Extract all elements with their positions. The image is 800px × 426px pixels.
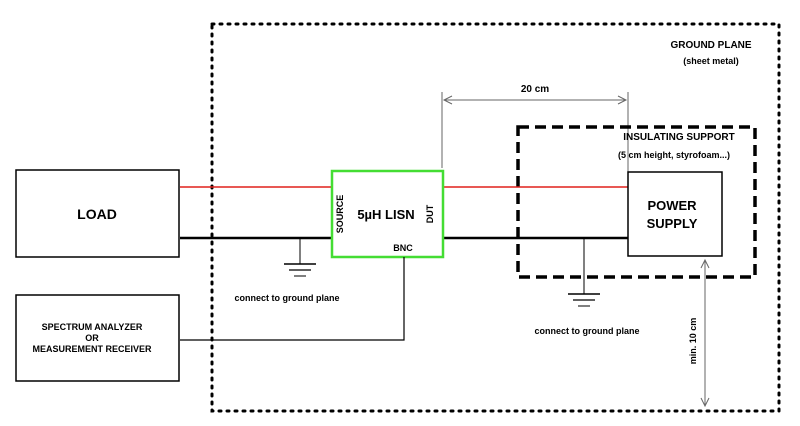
lisn-bnc-label: BNC xyxy=(393,243,413,253)
ground-symbol-left xyxy=(284,238,316,277)
height-arrowhead-bottom xyxy=(700,397,710,408)
lisn-label: 5µH LISN xyxy=(357,207,414,222)
height-arrowhead-top xyxy=(700,258,710,269)
load-box xyxy=(15,169,180,258)
ground-plane-boundary xyxy=(210,22,781,413)
spectrum-analyzer-box xyxy=(15,294,180,382)
lisn-dut-label: DUT xyxy=(425,204,435,223)
dimension-arrowhead-left xyxy=(442,95,453,105)
ground-symbol-right xyxy=(568,238,600,307)
analyzer-label-line2: OR xyxy=(85,333,99,343)
height-label: min. 10 cm xyxy=(688,318,698,365)
insulating-support-box xyxy=(516,125,757,279)
bnc-analyzer-cable xyxy=(180,257,405,341)
lisn-source-label: SOURCE xyxy=(335,195,345,234)
ground-plane-title: GROUND PLANE xyxy=(670,40,751,51)
insulating-support-subtitle: (5 cm height, styrofoam...) xyxy=(618,150,730,160)
ground-note-left: connect to ground plane xyxy=(235,293,340,303)
dimension-arrowhead-right xyxy=(617,95,628,105)
ground-plane-subtitle: (sheet metal) xyxy=(683,56,739,66)
lisn-box xyxy=(330,169,445,259)
ground-note-right: connect to ground plane xyxy=(535,326,640,336)
insulating-support-title: INSULATING SUPPORT xyxy=(623,132,734,143)
distance-label: 20 cm xyxy=(521,84,549,95)
power-supply-label-line1: POWER xyxy=(647,198,697,213)
power-supply-label-line2: SUPPLY xyxy=(647,216,698,231)
analyzer-label-line3: MEASUREMENT RECEIVER xyxy=(32,344,152,354)
power-supply-box xyxy=(627,171,723,257)
analyzer-label-line1: SPECTRUM ANALYZER xyxy=(42,322,143,332)
load-label: LOAD xyxy=(77,206,117,222)
